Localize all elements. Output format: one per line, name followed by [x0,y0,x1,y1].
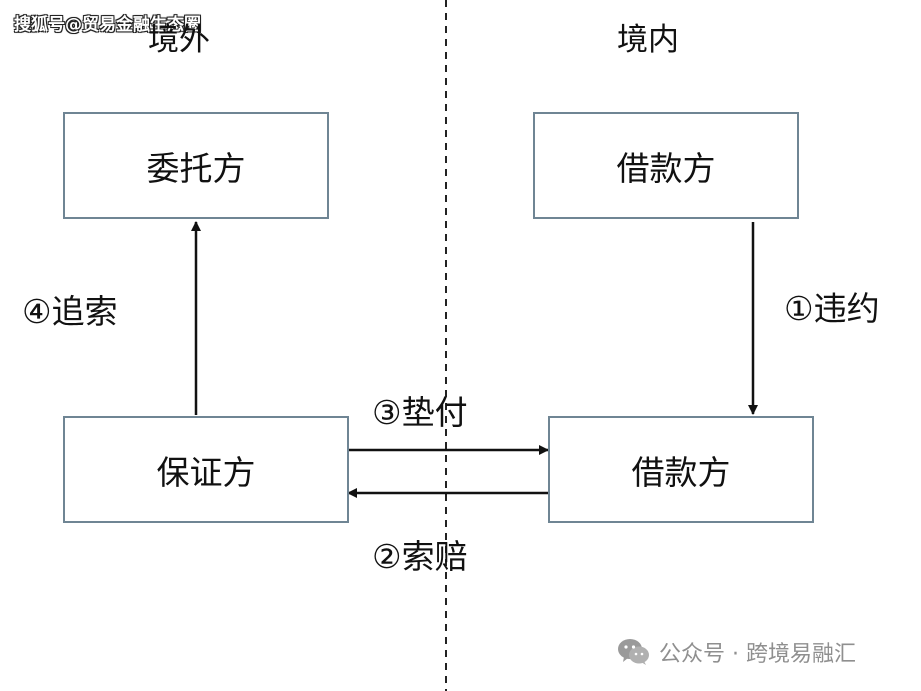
claim-label: ②索赔 [372,537,468,576]
borrower-bottom-node: 借款方 [548,416,814,523]
principal-node-label: 委托方 [146,148,246,188]
onshore-label: 境内 [617,22,679,58]
borrower-bottom-node-label: 借款方 [631,452,731,492]
guarantor-node-label: 保证方 [156,452,256,492]
borrower-top-node-label: 借款方 [616,148,716,188]
default-label: ①违约 [784,289,880,328]
recourse-label: ④追索 [22,292,118,331]
payment-label: ③垫付 [372,393,468,432]
guarantor-node: 保证方 [63,416,349,523]
borrower-top-node: 借款方 [533,112,799,219]
wechat-footer-text: 公众号 · 跨境易融汇 [659,642,856,667]
offshore-label: 境外 [148,22,210,58]
top-watermark: 搜狐号@贸易金融生态圈 [14,15,201,35]
wechat-icon [618,639,649,665]
principal-node: 委托方 [63,112,329,219]
wechat-footer: 公众号 · 跨境易融汇 [617,636,856,668]
